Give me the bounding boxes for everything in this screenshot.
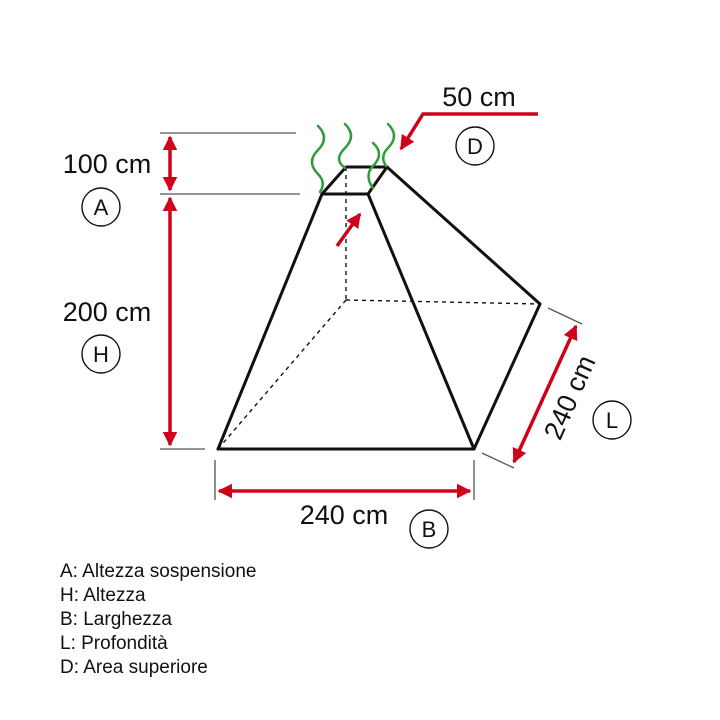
hood-back-right-edge [385, 165, 542, 306]
top-width-label: 50 cm [442, 82, 516, 112]
hidden-front-diagonal-edge [217, 299, 347, 450]
depth-arrow [512, 324, 578, 464]
extension-lines [160, 132, 583, 500]
steam-icon [310, 122, 396, 194]
extension-depth-bottom [481, 452, 515, 469]
badge-a-letter: A [94, 195, 109, 220]
hidden-back-base-edge [345, 299, 541, 305]
badge-l: L [592, 400, 632, 440]
suspension-height-label: 100 cm [63, 149, 152, 179]
height-label: 200 cm [63, 297, 152, 327]
legend-item-l: L: Profondità [60, 633, 168, 654]
dimension-arrows [162, 112, 578, 499]
airflow-arrow [335, 212, 362, 248]
hood-outline [216, 165, 542, 451]
top-area-leader-arrow [399, 112, 538, 151]
badge-b: B [409, 509, 449, 549]
legend-item-a: A: Altezza sospensione [60, 561, 257, 582]
hood-top-opening [320, 165, 389, 196]
depth-label: 240 cm [538, 351, 601, 444]
hood-front-right-edge [366, 192, 476, 451]
width-label: 240 cm [300, 500, 389, 530]
badge-d-letter: D [467, 134, 483, 159]
badge-h-letter: H [93, 342, 109, 367]
badge-h: H [81, 334, 121, 374]
legend-item-h: H: Altezza [60, 585, 146, 606]
extension-depth-top [547, 307, 583, 325]
hood-front-left-edge [216, 192, 324, 451]
badge-a: A [81, 187, 121, 227]
legend-item-b: B: Larghezza [60, 609, 172, 630]
badge-d: D [455, 126, 495, 166]
badge-b-letter: B [422, 517, 437, 542]
legend-item-d: D: Area superiore [60, 657, 208, 678]
badge-l-letter: L [606, 408, 618, 433]
